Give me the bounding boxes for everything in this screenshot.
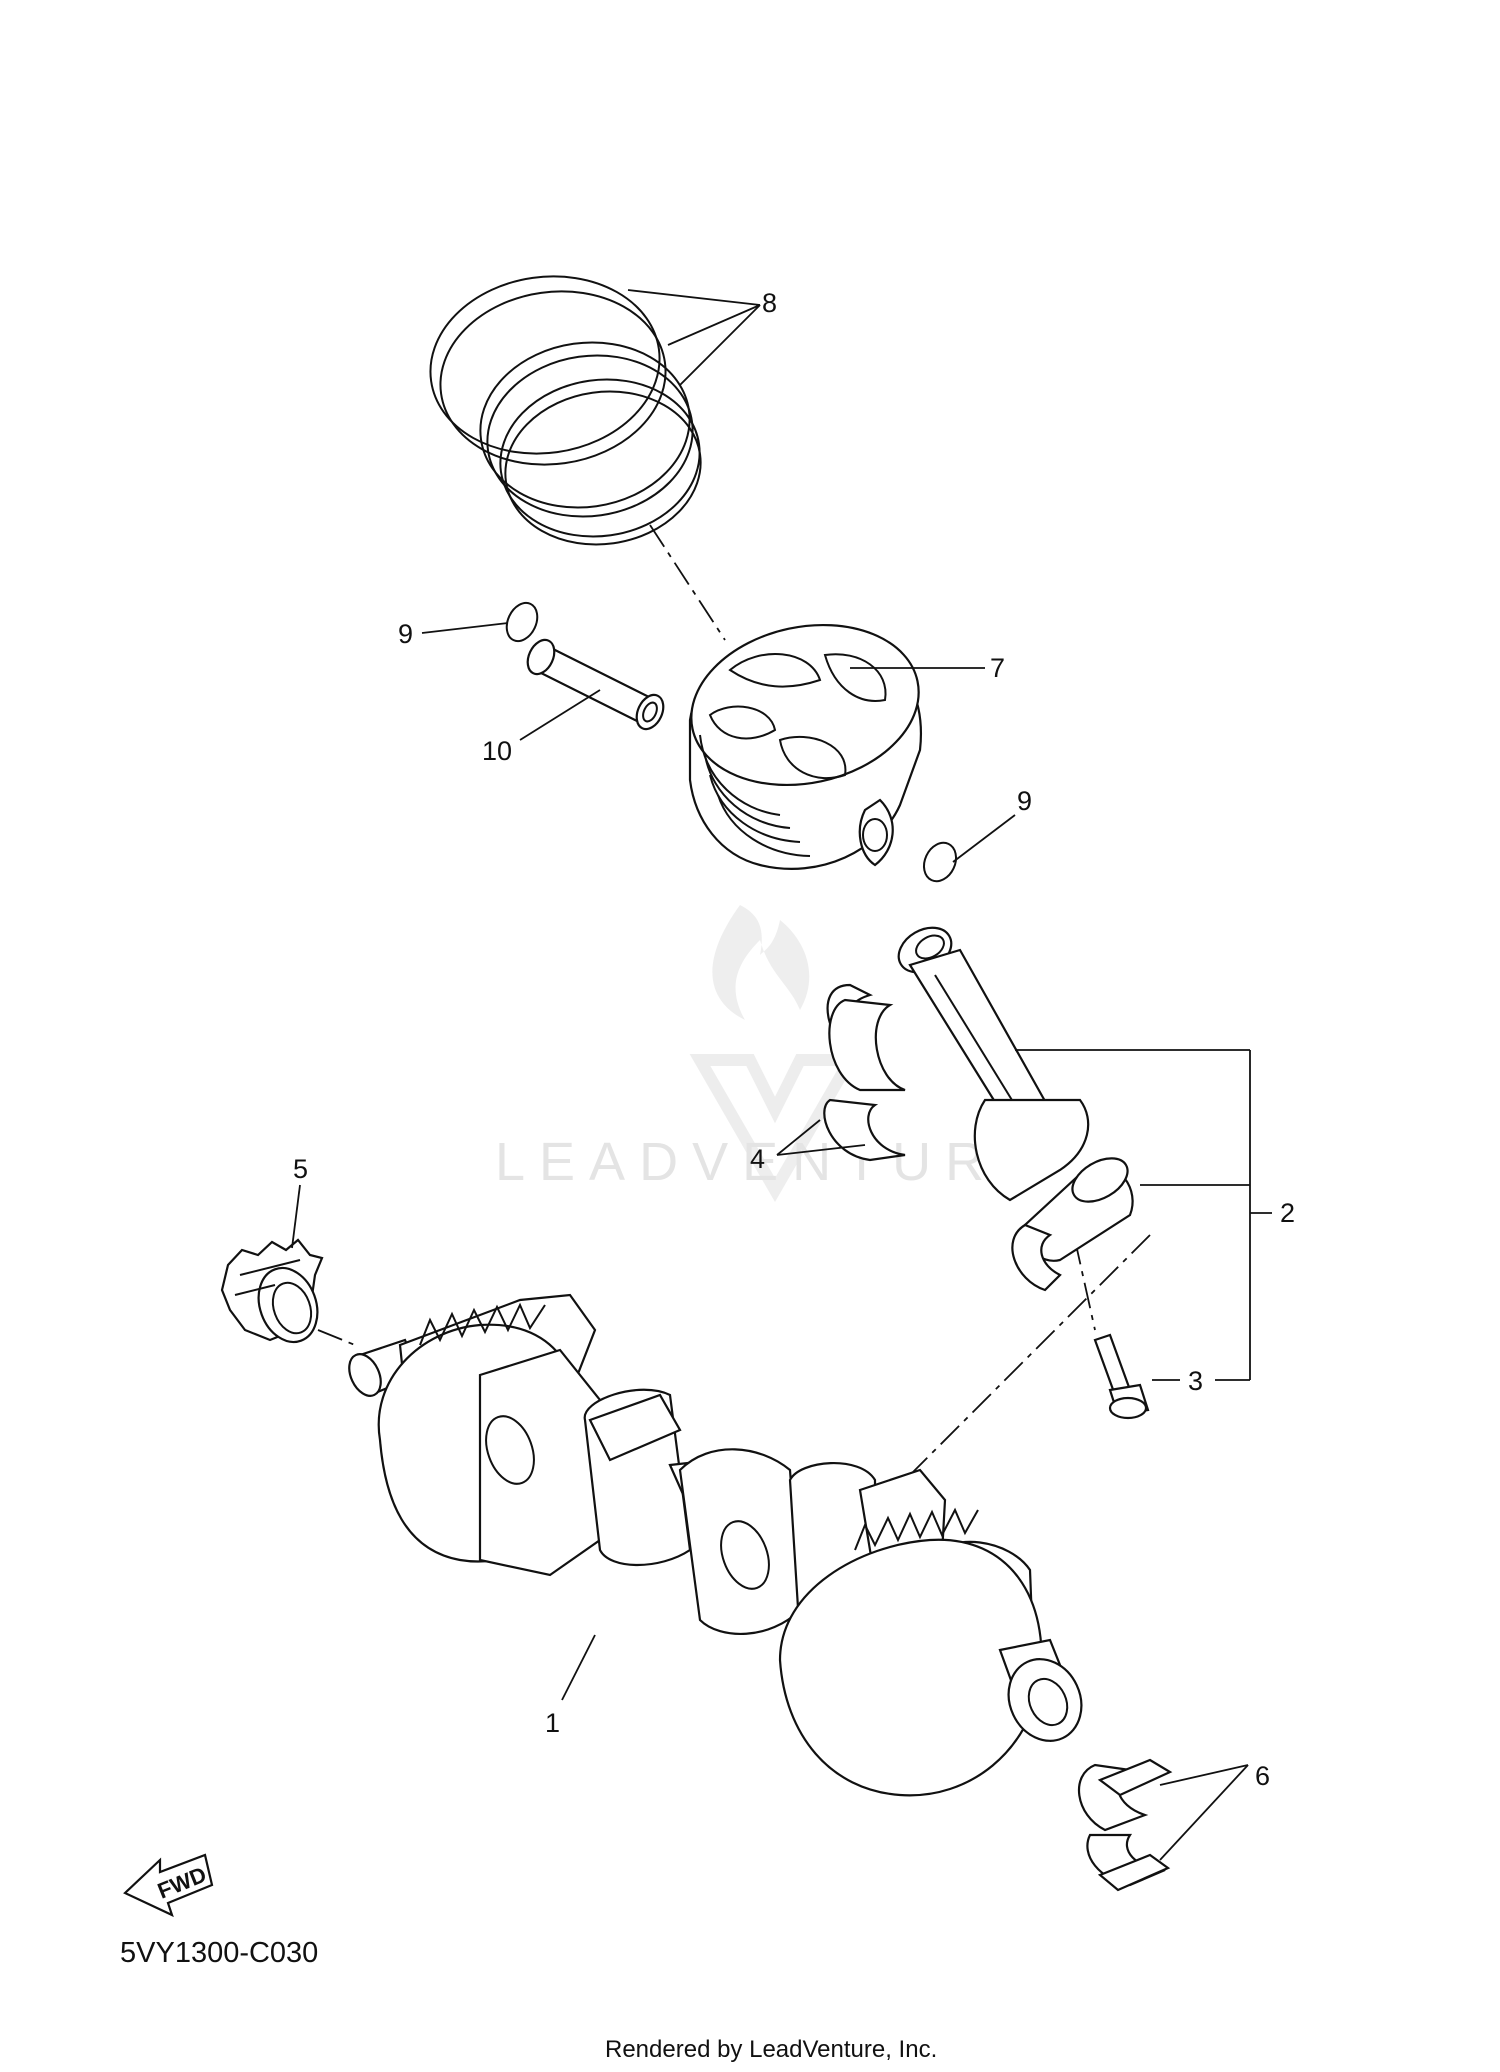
callout-1[interactable]: 1 [545,1708,560,1738]
gear-part[interactable] [220,1238,327,1350]
callout-9-left[interactable]: 9 [398,619,413,649]
centerline-rings-piston [649,524,726,641]
piston-pin-part[interactable] [523,636,669,734]
centerline-gear [317,1329,356,1346]
callout-4[interactable]: 4 [750,1144,765,1174]
callout-7[interactable]: 7 [990,653,1005,683]
watermark-text: LEADVENTURE [495,1132,1048,1192]
callout-2[interactable]: 2 [1280,1198,1295,1228]
callout-8[interactable]: 8 [762,288,777,318]
credit-text: Rendered by LeadVenture, Inc. [605,2036,937,2063]
callout-5[interactable]: 5 [293,1154,308,1184]
piston-part[interactable] [676,605,933,870]
circlip-left-part[interactable] [501,598,543,646]
watermark-logo-icon [689,905,861,1203]
circlip-right-part[interactable] [918,838,962,887]
main-bearing-shells-part[interactable] [1077,1758,1173,1892]
connecting-rod-part[interactable] [891,919,1135,1292]
diagram-code: 5VY1300-C030 [120,1937,318,1969]
big-end-bearing-shells-part[interactable] [823,983,906,1162]
callout-6[interactable]: 6 [1255,1761,1270,1791]
piston-rings-part[interactable] [419,262,711,557]
callout-3[interactable]: 3 [1188,1366,1203,1396]
callout-9-right[interactable]: 9 [1017,786,1032,816]
fwd-arrow-icon: FWD [123,1853,214,1918]
leader-lines [291,289,1272,1861]
callout-10[interactable]: 10 [482,736,512,766]
rod-bolt-part[interactable] [1093,1333,1150,1420]
crankshaft-part[interactable] [343,1293,1094,1797]
